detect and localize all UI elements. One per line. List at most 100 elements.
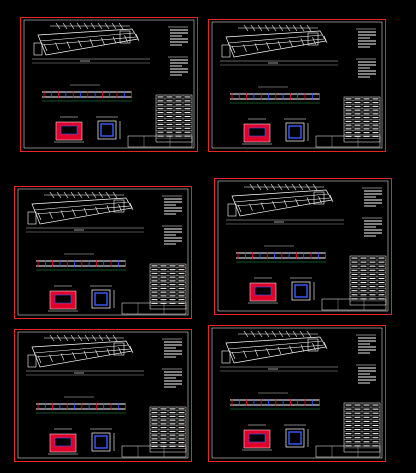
- section-view-1: [54, 116, 84, 143]
- sheet-svg: [208, 19, 386, 152]
- inner-frame: [17, 188, 189, 316]
- title-block: [121, 445, 187, 458]
- right-abutment: [307, 338, 319, 352]
- box-inner: [100, 123, 114, 137]
- right-abutment: [113, 199, 125, 213]
- notes-panel: [356, 334, 376, 384]
- drawing-sheet-3[interactable]: [14, 186, 192, 319]
- sheet-svg: [14, 329, 192, 462]
- plan-view: [230, 392, 320, 410]
- inner-frame: [211, 327, 383, 459]
- box-outer: [285, 122, 305, 142]
- conduit-body: [37, 28, 139, 56]
- notes-panel: [356, 28, 376, 78]
- drawing-sheet-1[interactable]: [20, 17, 198, 152]
- data-table: [321, 255, 387, 311]
- box-outer: [97, 120, 117, 140]
- profile-view: [220, 24, 338, 66]
- conduit-body: [31, 340, 133, 368]
- title-block: [315, 135, 381, 148]
- notes-panel: [168, 26, 188, 76]
- culvert-opening: [54, 437, 72, 447]
- section-view-1: [242, 424, 272, 451]
- plan-view: [36, 253, 126, 271]
- box-inner: [294, 284, 308, 298]
- right-abutment: [119, 30, 131, 44]
- profile-view: [26, 191, 144, 233]
- data-table: [315, 402, 381, 458]
- right-abutment: [113, 342, 125, 356]
- section-view-2: [90, 285, 115, 309]
- outer-frame: [208, 325, 386, 462]
- left-abutment: [27, 211, 37, 225]
- notes-panel: [362, 187, 382, 237]
- box-outer: [291, 281, 311, 301]
- box-outer: [91, 289, 111, 309]
- left-abutment: [27, 354, 37, 368]
- plan-view: [42, 84, 132, 102]
- outer-frame: [208, 19, 386, 152]
- drawing-sheet-4[interactable]: [214, 178, 392, 315]
- profile-view: [226, 183, 344, 225]
- section-view-2: [284, 118, 309, 142]
- box-outer: [285, 428, 305, 448]
- drawing-sheet-2[interactable]: [208, 19, 386, 152]
- left-abutment: [33, 42, 43, 56]
- title-block: [315, 445, 381, 458]
- title-block: [321, 298, 387, 311]
- plan-view: [230, 86, 320, 104]
- box-inner: [94, 292, 108, 306]
- profile-view: [32, 22, 150, 64]
- profile-view: [26, 334, 144, 376]
- conduit-body: [231, 189, 333, 217]
- section-view-2: [290, 277, 315, 301]
- plan-view: [236, 245, 326, 263]
- drawing-sheet-5[interactable]: [14, 329, 192, 462]
- notes-panel: [162, 195, 182, 245]
- sheet-svg: [14, 186, 192, 319]
- inner-frame: [17, 331, 189, 459]
- conduit-body: [225, 336, 327, 364]
- right-abutment: [313, 191, 325, 205]
- section-view-1: [242, 118, 272, 145]
- section-view-1: [248, 277, 278, 304]
- box-inner: [94, 435, 108, 449]
- outer-frame: [14, 329, 192, 462]
- data-table: [127, 94, 193, 148]
- drawing-sheet-6[interactable]: [208, 325, 386, 462]
- box-inner: [288, 431, 302, 445]
- inner-frame: [23, 19, 195, 149]
- left-abutment: [221, 350, 231, 364]
- conduit-body: [225, 30, 327, 58]
- data-table: [121, 406, 187, 458]
- section-view-1: [48, 285, 78, 312]
- culvert-opening: [248, 127, 266, 137]
- notes-panel: [162, 338, 182, 388]
- box-outer: [91, 432, 111, 452]
- section-view-2: [96, 116, 121, 140]
- right-abutment: [307, 32, 319, 46]
- sheet-svg: [208, 325, 386, 462]
- left-abutment: [221, 44, 231, 58]
- section-view-1: [48, 428, 78, 455]
- sheet-svg: [214, 178, 392, 315]
- culvert-opening: [60, 125, 78, 135]
- outer-frame: [214, 178, 392, 315]
- culvert-opening: [54, 294, 72, 304]
- data-table: [121, 263, 187, 315]
- section-view-2: [284, 424, 309, 448]
- sheet-svg: [20, 17, 198, 152]
- conduit-body: [31, 197, 133, 225]
- culvert-opening: [248, 433, 266, 443]
- outer-frame: [20, 17, 198, 152]
- data-table: [315, 96, 381, 148]
- title-block: [127, 135, 193, 148]
- box-inner: [288, 125, 302, 139]
- inner-frame: [217, 180, 389, 312]
- inner-frame: [211, 21, 383, 149]
- outer-frame: [14, 186, 192, 319]
- culvert-opening: [254, 286, 272, 296]
- section-view-2: [90, 428, 115, 452]
- left-abutment: [227, 203, 237, 217]
- profile-view: [220, 330, 338, 372]
